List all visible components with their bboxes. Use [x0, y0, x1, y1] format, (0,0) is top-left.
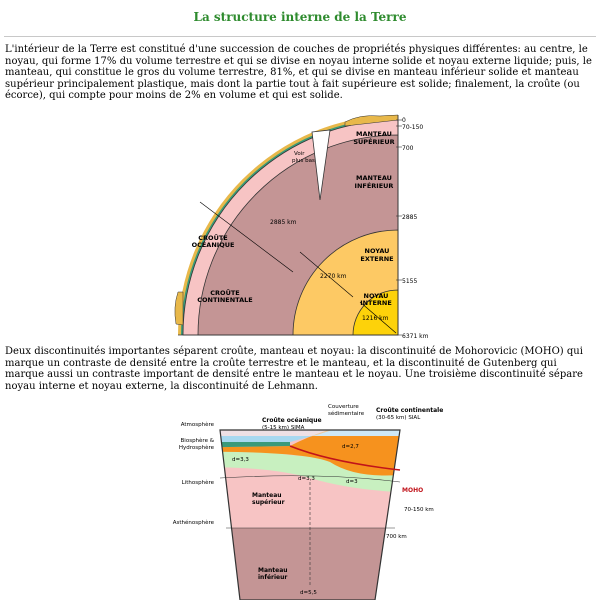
- label-asthenosphere: Asthénosphère: [173, 519, 215, 526]
- label-biosphere-1: Biosphère &: [181, 437, 215, 444]
- label-noyau-externe-1: NOYAU: [365, 247, 390, 255]
- page-title: La structure interne de la Terre: [193, 10, 407, 24]
- label-croute-oceanique-1: CROÛTE: [198, 233, 227, 242]
- intro-paragraph: L'intérieur de la Terre est constitué d'…: [5, 44, 592, 101]
- label-voir-2: plus bas: [292, 158, 315, 164]
- label-couverture-2: sédimentaire: [328, 410, 365, 417]
- label-couverture-1: Couverture: [328, 404, 359, 410]
- depth-label-70: 70-150: [402, 124, 423, 131]
- label-croute-continentale-1: CROÛTE: [210, 288, 239, 297]
- label-manteau-superieur-1: Manteau: [252, 492, 282, 499]
- label-manteau-inferieur-1: MANTEAU: [356, 174, 392, 182]
- label-croute-oceanique: Croûte océanique: [262, 417, 322, 424]
- label-manteau-superieur-2: SUPÉRIEUR: [353, 137, 394, 146]
- thickness-mantle: 2885 km: [270, 219, 297, 226]
- density-ocean: d=3,3: [232, 457, 249, 463]
- depth-label-6371: 6371 km: [402, 333, 429, 340]
- divider: [4, 36, 596, 37]
- depth-label-2885: 2885: [402, 214, 417, 221]
- label-croute-continentale: Croûte continentale: [376, 407, 443, 414]
- depth-700: 700 km: [386, 534, 407, 540]
- label-manteau-superieur-1: MANTEAU: [356, 130, 392, 138]
- label-croute-oceanique-sub: (5-15 km) SIMA: [262, 425, 305, 431]
- label-noyau-externe-2: EXTERNE: [360, 255, 393, 263]
- crust-mantle-diagram: Atmosphère Biosphère & Hydrosphère Litho…: [173, 404, 443, 600]
- depth-label-5155: 5155: [402, 278, 417, 285]
- earth-structure-diagram: 0 70-150 700 2885 5155 6371 km MANTEAU S…: [174, 114, 429, 340]
- label-manteau-inferieur-2: inférieur: [258, 574, 287, 581]
- discontinuities-paragraph: Deux discontinuités importantes séparent…: [5, 346, 583, 392]
- depth-label-700: 700: [402, 145, 414, 152]
- density-mantle: d=3,3: [298, 476, 315, 482]
- label-voir-1: Voir: [294, 151, 305, 157]
- thickness-outer-core: 2270 km: [320, 273, 347, 280]
- depth-70-150: 70-150 km: [404, 507, 434, 513]
- label-biosphere-2: Hydrosphère: [179, 444, 215, 451]
- label-atmosphere: Atmosphère: [181, 421, 215, 428]
- thickness-inner-core: 1216 km: [362, 315, 389, 322]
- label-manteau-inferieur-1: Manteau: [258, 567, 288, 574]
- label-moho: MOHO: [402, 487, 423, 494]
- label-croute-oceanique-2: OCÉANIQUE: [192, 240, 235, 249]
- label-lithosphere: Lithosphère: [182, 479, 215, 486]
- depth-label-0: 0: [402, 117, 406, 124]
- label-noyau-interne-1: NOYAU: [364, 292, 389, 300]
- density-deep: d=5,5: [300, 590, 317, 596]
- label-noyau-interne-2: INTERNE: [360, 299, 392, 307]
- label-croute-continentale-sub: (30-65 km) SIAL: [376, 415, 421, 421]
- label-manteau-inferieur-2: INFÉRIEUR: [355, 181, 394, 190]
- density-continent: d=3: [346, 479, 358, 485]
- density-continent-top: d=2,7: [342, 444, 359, 450]
- label-croute-continentale-2: CONTINENTALE: [197, 296, 252, 304]
- label-manteau-superieur-2: supérieur: [252, 499, 285, 506]
